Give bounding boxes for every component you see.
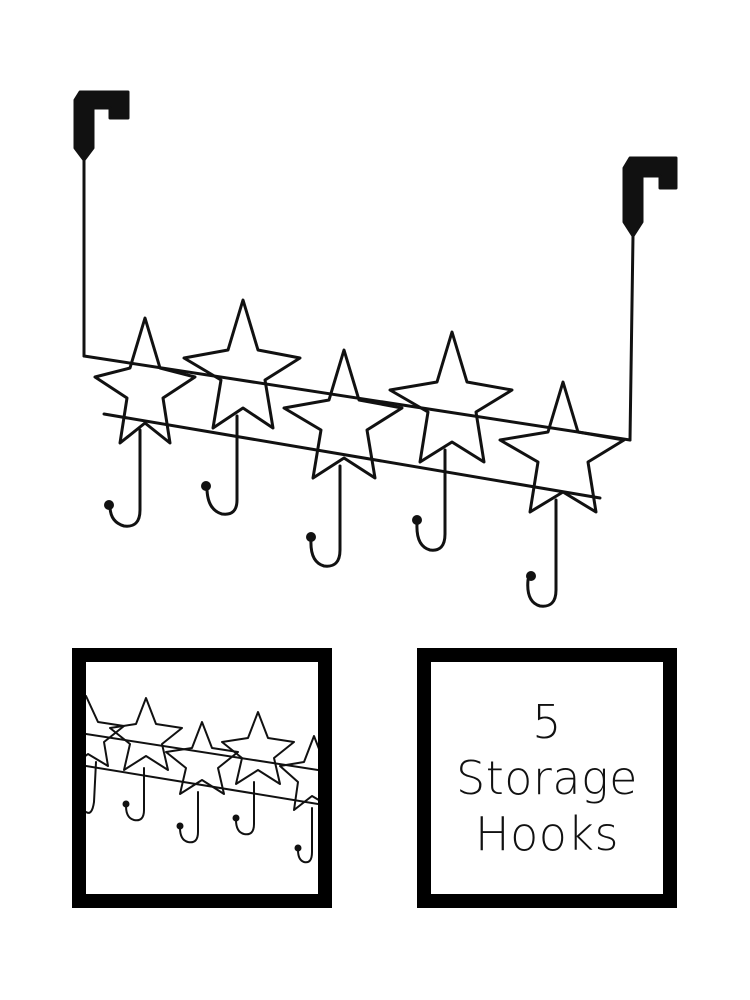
star-hook-4	[388, 330, 514, 464]
feature-word-hooks: Hooks	[475, 807, 619, 861]
feature-word-storage: Storage	[456, 751, 638, 805]
product-illustration	[73, 90, 678, 608]
feature-count: 5	[532, 695, 562, 749]
feature-text-block: 5 Storage Hooks	[431, 662, 663, 894]
star-hook-5	[498, 380, 626, 514]
detail-closeup-panel	[72, 648, 332, 908]
star-hook-2	[182, 298, 302, 430]
star-hook-3	[282, 348, 404, 480]
detail-closeup-illustration	[86, 695, 318, 864]
star-hook-1	[93, 316, 197, 445]
feature-text-panel: 5 Storage Hooks	[417, 648, 677, 908]
